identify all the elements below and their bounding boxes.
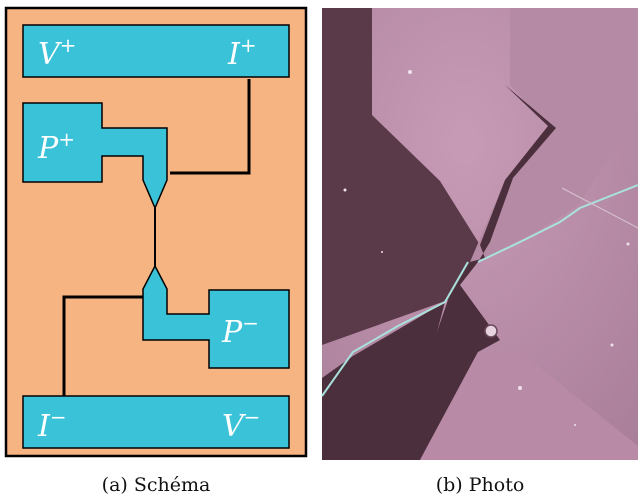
caption-photo: (b) Photo bbox=[435, 474, 525, 496]
photo-dark-bottom bbox=[322, 302, 445, 460]
photo-constriction bbox=[385, 85, 556, 460]
label-v-plus: V+ bbox=[38, 33, 76, 72]
photo-edge-lower bbox=[321, 261, 469, 397]
photo-speck bbox=[518, 386, 522, 390]
photo-speck bbox=[381, 251, 383, 253]
label-v-minus: V− bbox=[222, 405, 260, 444]
label-i-minus: I− bbox=[37, 405, 67, 444]
pad-top bbox=[22, 24, 290, 78]
wire-i-plus bbox=[170, 79, 251, 175]
label-p-minus: P− bbox=[221, 311, 259, 350]
photo-edge-upper bbox=[477, 184, 639, 263]
pad-p-minus bbox=[142, 264, 290, 369]
photo-speck bbox=[484, 324, 498, 338]
label-i-plus: I+ bbox=[227, 33, 257, 72]
photo-dark-region bbox=[322, 8, 480, 345]
photo-film-bottom bbox=[420, 352, 638, 460]
photo-film-top bbox=[470, 8, 638, 262]
photo-speck bbox=[408, 70, 412, 74]
wire-i-minus bbox=[62, 295, 143, 396]
photo-speck bbox=[343, 188, 347, 192]
photo-speck bbox=[610, 343, 614, 347]
label-p-plus: P+ bbox=[37, 127, 75, 166]
photo-panel bbox=[321, 8, 639, 460]
photo-speck bbox=[626, 242, 630, 246]
caption-schema: (a) Schéma bbox=[101, 474, 211, 496]
pad-bottom bbox=[22, 395, 290, 449]
schematic-panel: V+ I+ P+ P− I− V− bbox=[4, 6, 308, 458]
pad-p-plus bbox=[22, 102, 168, 210]
photo-edge-right bbox=[561, 187, 639, 229]
photo-speck bbox=[574, 424, 576, 426]
